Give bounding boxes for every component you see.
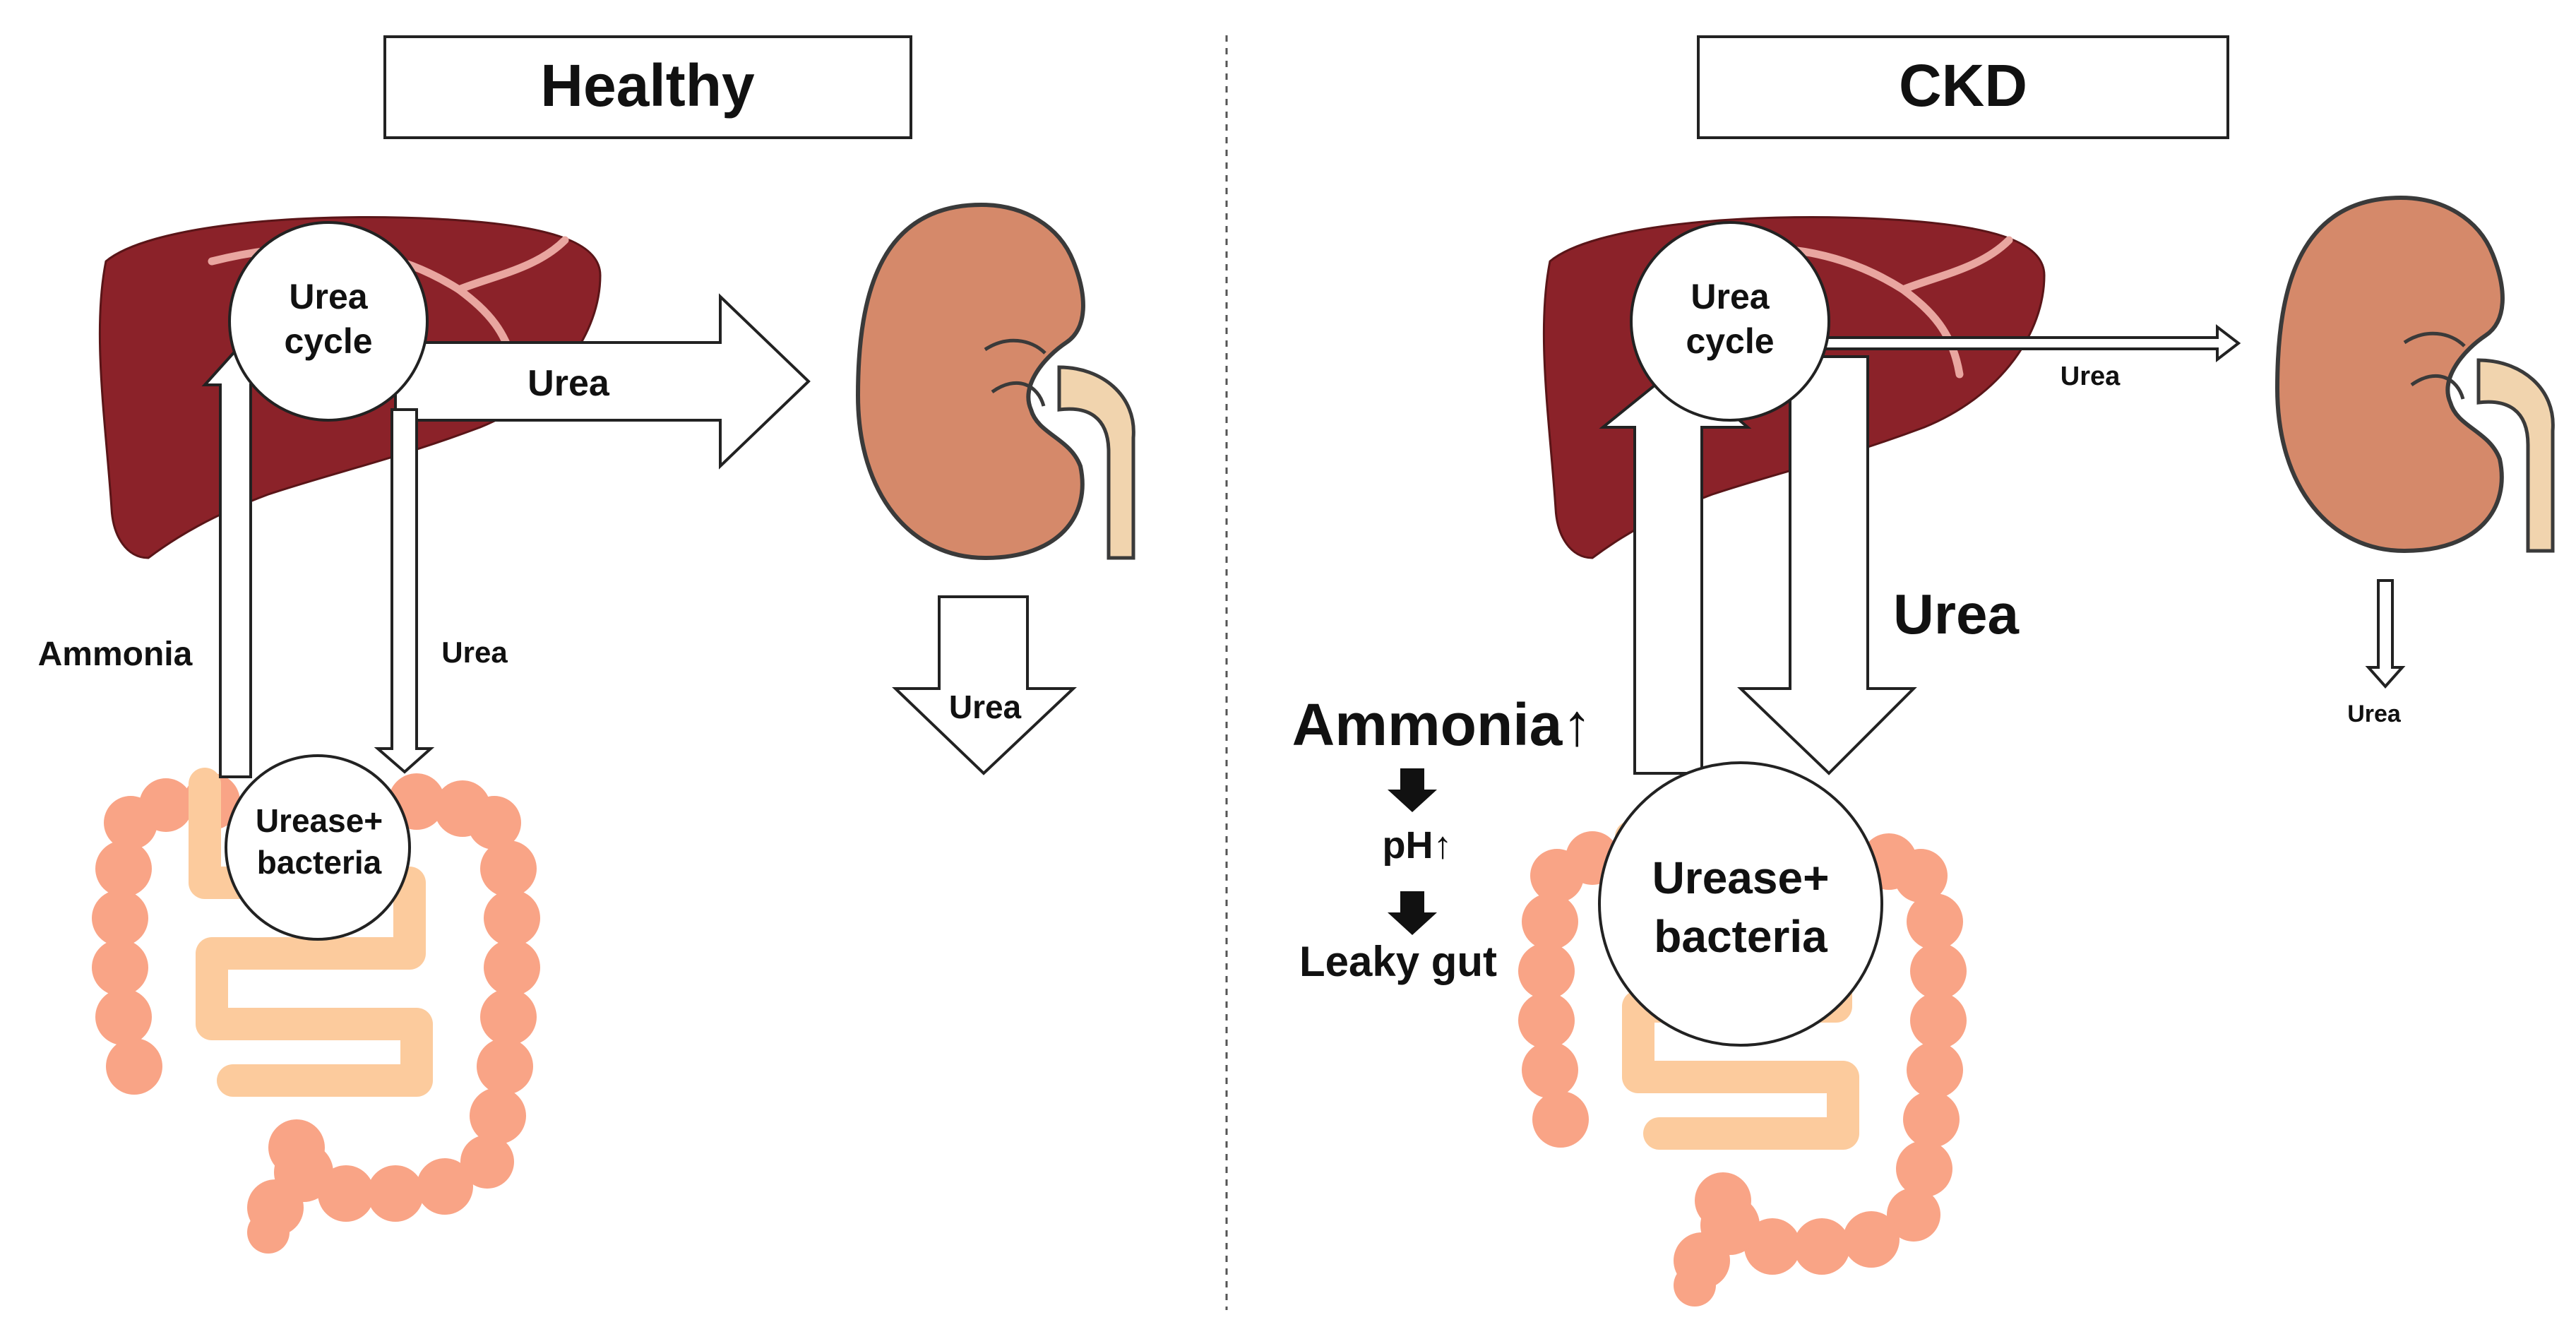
bacteria-label-line1: Urease+ <box>256 802 383 839</box>
kidney-ckd <box>2277 198 2553 551</box>
urea-cycle-label-line2: cycle <box>284 321 372 361</box>
down-arrow-icon <box>1388 768 1437 812</box>
bacteria-circle-healthy <box>225 754 411 941</box>
ammonia-label: Ammonia <box>38 636 193 673</box>
ckd-title-box <box>1697 35 2229 139</box>
ckd-title: CKD <box>1899 52 2027 119</box>
urea-to-kidney-arrow-ckd <box>1820 323 2241 363</box>
kidney-healthy <box>858 205 1133 558</box>
healthy-title-box <box>383 35 912 139</box>
bacteria-label-line1-ckd: Urease+ <box>1652 852 1830 903</box>
urea-cycle-label-line1: Urea <box>289 277 368 316</box>
urea-to-kidney-label-ckd: Urea <box>2061 362 2121 391</box>
urea-excretion-label: Urea <box>949 689 1022 725</box>
urea-to-gut-label: Urea <box>441 636 508 669</box>
ammonia-up-arrow-ckd <box>1599 365 1752 775</box>
healthy-panel: Healthy Urea Ammonia Urea Urea Urea cycl… <box>38 35 1134 1254</box>
urea-excretion-arrow-ckd <box>2365 579 2406 689</box>
urea-cycle-circle-ckd <box>1630 221 1830 422</box>
urea-excretion-label-ckd: Urea <box>2347 701 2402 727</box>
healthy-title: Healthy <box>540 52 755 119</box>
ammonia-label-ckd: Ammonia↑ <box>1292 691 1592 758</box>
down-arrow-icon <box>1388 891 1437 935</box>
urea-to-gut-arrow-ckd <box>1737 355 1917 775</box>
urea-to-kidney-arrow <box>394 293 811 470</box>
urea-to-gut-arrow <box>374 408 435 774</box>
bacteria-label-line2: bacteria <box>257 844 382 881</box>
urea-excretion-arrow <box>892 595 1078 775</box>
urea-cycle-label-line1-ckd: Urea <box>1690 277 1770 316</box>
urea-to-gut-label-ckd: Urea <box>1893 583 2019 645</box>
urea-to-kidney-label: Urea <box>527 363 610 404</box>
ph-label: pH↑ <box>1383 824 1453 867</box>
urea-cycle-circle-healthy <box>228 221 429 422</box>
leaky-gut-label: Leaky gut <box>1299 938 1497 985</box>
bacteria-label-line2-ckd: bacteria <box>1654 911 1827 962</box>
ckd-panel: CKD Urea Ammonia↑ Urea Urea pH↑ Leaky gu… <box>1292 35 2553 1307</box>
bacteria-circle-ckd <box>1598 761 1883 1047</box>
urea-cycle-label-line2-ckd: cycle <box>1686 321 1774 361</box>
